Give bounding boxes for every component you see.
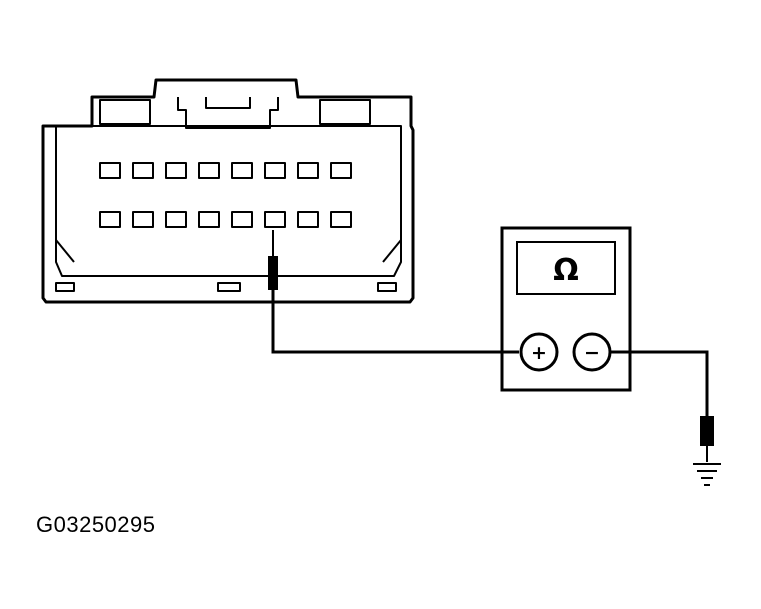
pin-cavity — [132, 162, 154, 179]
pin-cavity — [264, 162, 286, 179]
bottom-key-left — [55, 282, 75, 292]
latch-left-slot — [99, 99, 151, 125]
bottom-key-middle — [217, 282, 241, 292]
pin-cavity — [297, 211, 319, 228]
pin-cavity — [99, 162, 121, 179]
negative-test-lead — [610, 350, 714, 462]
positive-lead-wire — [271, 290, 519, 354]
meter-display — [516, 241, 616, 295]
connector — [41, 78, 415, 304]
multimeter: Ω + − — [500, 226, 632, 392]
probed-pin-cavity — [264, 211, 286, 228]
latch-tab — [177, 97, 279, 129]
pin-cavity — [165, 211, 187, 228]
positive-terminal-label: + — [531, 342, 547, 364]
pin-cavity — [231, 162, 253, 179]
positive-terminal[interactable] — [519, 332, 559, 372]
positive-test-lead — [268, 230, 519, 354]
connector-outer-body — [41, 78, 415, 304]
pin-cavity — [99, 211, 121, 228]
connector-inner-frame — [55, 125, 402, 277]
pin-row-upper — [99, 162, 352, 179]
negative-lead-wire — [610, 350, 709, 418]
ohm-symbol: Ω — [553, 253, 579, 288]
pin-cavity — [297, 162, 319, 179]
pin-row-lower — [99, 211, 352, 228]
negative-terminal-label: − — [584, 342, 600, 364]
ground-probe-clip — [700, 416, 714, 446]
bottom-key-right — [377, 282, 397, 292]
latch-right-slot — [319, 99, 371, 125]
pin-cavity — [165, 162, 187, 179]
pin-cavity — [330, 211, 352, 228]
figure-id-label: G03250295 — [36, 512, 156, 537]
pin-cavity — [132, 211, 154, 228]
ground-icon — [693, 463, 721, 486]
positive-probe-tip — [268, 256, 278, 290]
pin-cavity — [198, 211, 220, 228]
meter-body — [500, 226, 632, 392]
pin-cavity — [198, 162, 220, 179]
pin-cavity — [231, 211, 253, 228]
pin-cavity — [330, 162, 352, 179]
